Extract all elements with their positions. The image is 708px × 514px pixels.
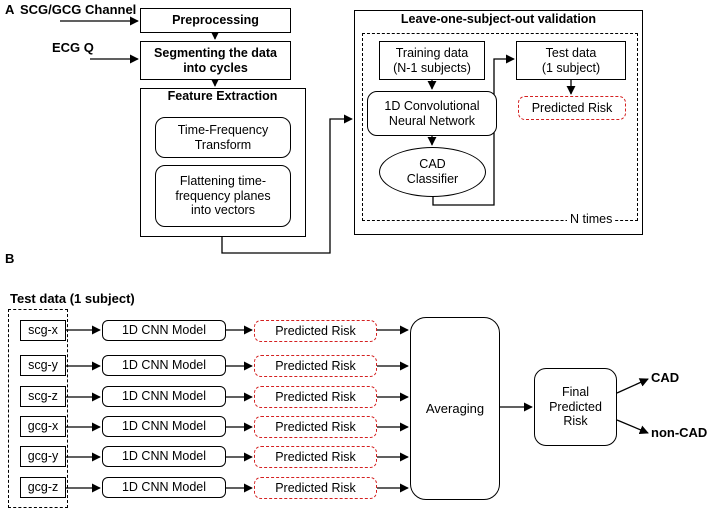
channel-scg-z: scg-z [20,386,66,407]
test-data-title: Test data (1 subject) [10,291,135,306]
scg-gcg-channel-label: SCG/GCG Channel [20,2,137,17]
test-data-box: Test data (1 subject) [516,41,626,80]
preprocessing-box: Preprocessing [140,8,291,33]
arrow-cad-to-test [432,54,515,206]
feature-extraction-title: Feature Extraction [167,89,278,103]
cnn-model-box: 1D CNN Model [102,386,226,407]
predicted-risk-box: Predicted Risk [254,446,377,468]
panel-b-label: B [5,251,15,266]
predicted-risk-box: Predicted Risk [254,416,377,438]
predicted-risk-box: Predicted Risk [254,386,377,408]
loso-inner-dashed [362,33,638,221]
flattening-box: Flattening time- frequency planes into v… [155,165,291,227]
arrow-feat-to-loso [221,114,353,254]
panel-b-row-arrows [66,325,409,493]
predicted-risk-box: Predicted Risk [254,320,377,342]
n-times-label: N times [567,212,616,226]
training-data-box: Training data (N-1 subjects) [379,41,485,80]
arrow-final-to-noncad [616,419,649,435]
final-predicted-risk-box: Final Predicted Risk [534,368,617,446]
test-data-dashed-group [8,309,68,508]
channel-gcg-y: gcg-y [20,446,66,467]
cnn-model-box: 1D CNN Model [102,477,226,498]
channel-scg-x: scg-x [20,320,66,341]
arrow-final-to-cad [616,378,649,394]
predicted-risk-box-a: Predicted Risk [518,96,626,120]
predicted-risk-box: Predicted Risk [254,355,377,377]
cnn-model-box: 1D CNN Model [102,446,226,467]
cnn-model-box: 1D CNN Model [102,355,226,376]
cad-classifier-ellipse: CAD Classifier [379,147,486,197]
cnn-model-box: 1D CNN Model [102,416,226,437]
output-non-cad: non-CAD [651,425,708,440]
panel-a-label: A [5,2,15,17]
ecg-q-label: ECG Q [52,40,94,55]
channel-gcg-x: gcg-x [20,416,66,437]
segmenting-box: Segmenting the data into cycles [140,41,291,80]
cnn-model-box: 1D CNN Model [102,320,226,341]
output-cad: CAD [651,370,680,385]
loso-title: Leave-one-subject-out validation [400,12,597,26]
averaging-box: Averaging [410,317,500,500]
tf-transform-box: Time-Frequency Transform [155,117,291,158]
predicted-risk-box: Predicted Risk [254,477,377,499]
loso-outer-box [354,10,643,235]
channel-gcg-z: gcg-z [20,477,66,498]
channel-scg-y: scg-y [20,355,66,376]
cnn-box: 1D Convolutional Neural Network [367,91,497,136]
